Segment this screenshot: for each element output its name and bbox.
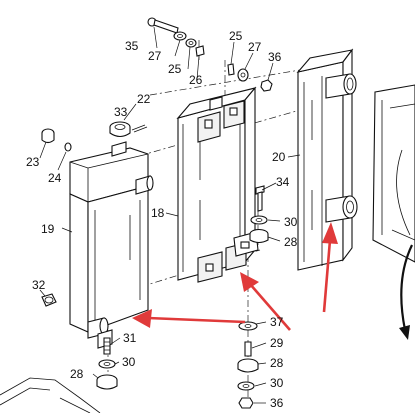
rotation-arrow-icon xyxy=(400,244,413,331)
label-30b: 30 xyxy=(270,376,284,390)
right-mounts xyxy=(249,185,269,244)
fan-shroud xyxy=(372,84,415,340)
base-frame xyxy=(0,377,101,413)
label-28b: 28 xyxy=(270,356,284,370)
label-22: 22 xyxy=(137,92,151,106)
part-20-charge-air-cooler xyxy=(296,48,358,271)
label-35: 35 xyxy=(125,39,139,53)
part-19-coolant-tank xyxy=(69,141,154,349)
label-28c: 28 xyxy=(70,367,84,381)
label-37: 37 xyxy=(270,315,284,329)
part-labels: 33 22 23 24 19 32 18 20 34 30 28 37 29 2… xyxy=(26,29,298,410)
label-27b: 27 xyxy=(248,40,262,54)
label-32: 32 xyxy=(32,278,46,292)
leader-lines xyxy=(39,26,301,404)
label-25b: 25 xyxy=(229,29,243,43)
red-arrows xyxy=(132,222,338,331)
label-30c: 30 xyxy=(122,355,136,369)
part-18-radiator xyxy=(176,86,259,283)
label-25a: 25 xyxy=(168,62,182,76)
label-34: 34 xyxy=(276,175,290,189)
label-23: 23 xyxy=(26,155,40,169)
label-30a: 30 xyxy=(284,215,298,229)
label-31: 31 xyxy=(123,331,137,345)
label-27a: 27 xyxy=(148,49,162,63)
label-24: 24 xyxy=(48,171,62,185)
small-hardware xyxy=(41,121,148,307)
label-33: 33 xyxy=(114,105,128,119)
label-19: 19 xyxy=(41,222,55,236)
label-28a: 28 xyxy=(284,235,298,249)
label-29: 29 xyxy=(270,336,284,350)
label-36b: 36 xyxy=(270,396,284,410)
bottom-stack xyxy=(237,321,259,409)
label-18: 18 xyxy=(151,206,165,220)
label-36a: 36 xyxy=(268,50,282,64)
label-26: 26 xyxy=(189,73,203,87)
top-fasteners xyxy=(147,17,273,92)
left-bottom-stack xyxy=(96,337,118,390)
label-20: 20 xyxy=(272,150,286,164)
